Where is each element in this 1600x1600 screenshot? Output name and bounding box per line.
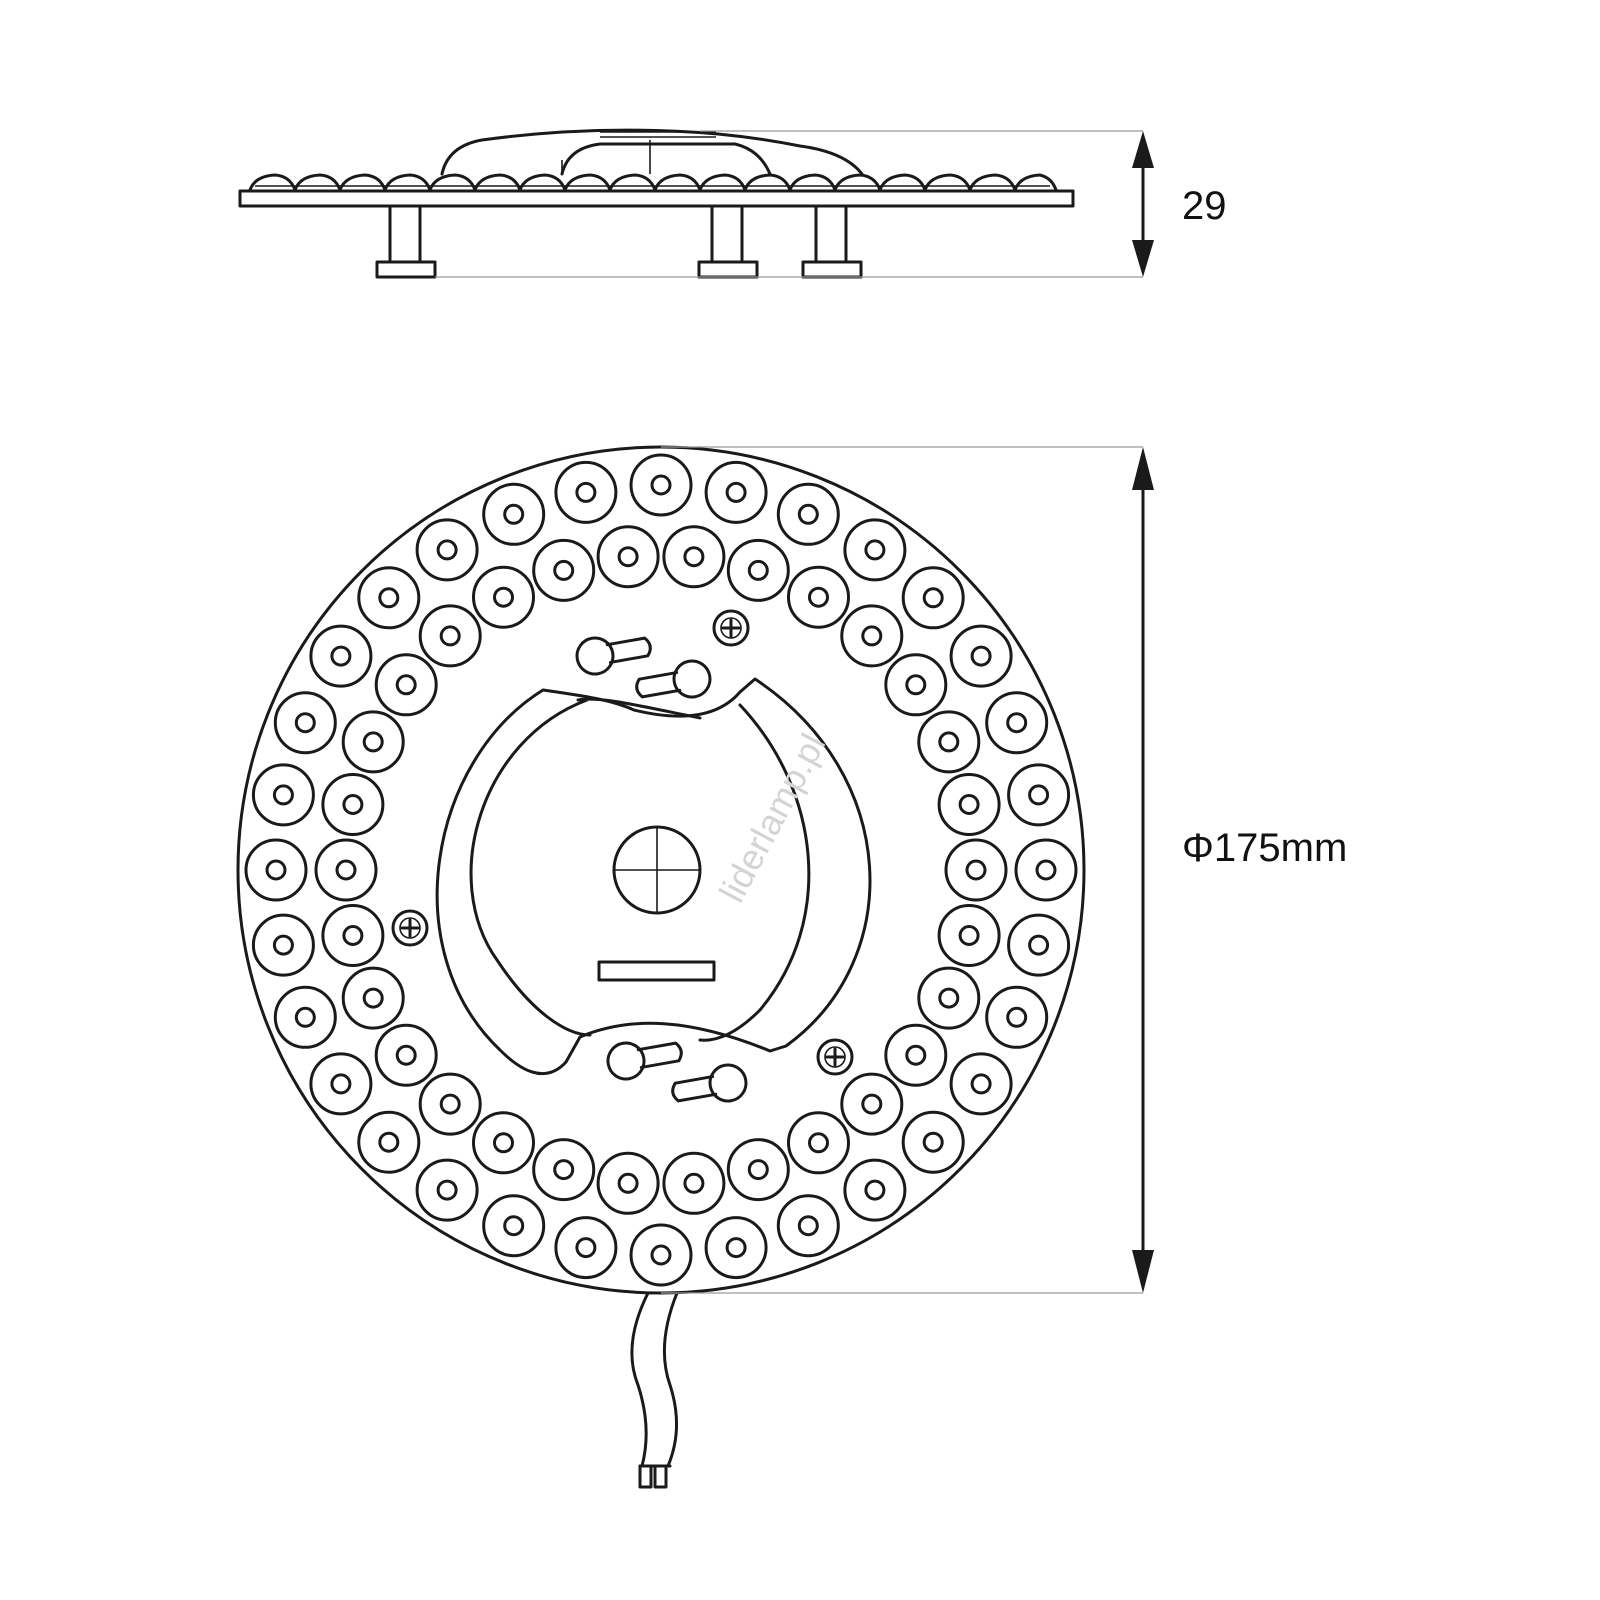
led-icon xyxy=(554,460,618,524)
top-view: Φ175mm xyxy=(236,445,1347,1489)
led-icon xyxy=(726,538,790,602)
led-icon xyxy=(776,1194,840,1258)
led-icon xyxy=(704,460,768,524)
led-icon xyxy=(937,773,1001,836)
led-icon xyxy=(949,1052,1013,1116)
led-icon xyxy=(901,1110,965,1174)
led-icon xyxy=(482,482,546,546)
led-icon xyxy=(418,604,482,668)
power-cable xyxy=(630,1291,679,1489)
led-icon xyxy=(244,838,308,902)
watermark: liderlamp.pl xyxy=(711,727,834,909)
led-icon xyxy=(884,653,948,717)
led-icon xyxy=(309,1052,373,1116)
led-icon xyxy=(472,1111,535,1175)
led-icon xyxy=(596,1151,660,1215)
keyhole-slots xyxy=(575,636,748,1103)
led-icon xyxy=(884,1023,948,1087)
led-icon xyxy=(949,624,1013,688)
driver-label-plate xyxy=(597,960,716,982)
led-icon xyxy=(917,710,981,774)
central-opening xyxy=(435,677,872,1075)
screws xyxy=(391,609,854,1076)
led-bumps xyxy=(248,173,1058,192)
led-icon xyxy=(482,1194,546,1258)
mounting-posts xyxy=(375,204,863,279)
led-icon xyxy=(251,763,315,827)
base-plate xyxy=(238,189,1075,208)
led-icon xyxy=(726,1138,790,1202)
led-icon xyxy=(840,1072,904,1136)
led-icon xyxy=(341,966,405,1030)
led-icon xyxy=(472,565,535,629)
led-icon xyxy=(629,1223,693,1287)
led-icon xyxy=(662,1151,726,1215)
height-label: 29 xyxy=(1182,184,1227,228)
led-icon xyxy=(273,691,337,755)
led-icon xyxy=(1014,838,1078,902)
led-icon xyxy=(415,518,479,582)
led-array xyxy=(244,453,1078,1287)
led-icon xyxy=(1007,913,1071,977)
led-icon xyxy=(374,1023,438,1087)
led-icon xyxy=(251,913,315,977)
led-icon xyxy=(321,773,385,836)
led-icon xyxy=(937,904,1001,967)
led-icon xyxy=(985,691,1049,755)
led-icon xyxy=(341,710,405,774)
led-icon xyxy=(776,482,840,546)
led-icon xyxy=(917,966,981,1030)
led-icon xyxy=(704,1216,768,1280)
led-icon xyxy=(901,566,965,630)
diameter-label: Φ175mm xyxy=(1182,826,1347,870)
led-icon xyxy=(309,624,373,688)
led-icon xyxy=(314,838,378,902)
led-icon xyxy=(418,1072,482,1136)
screw-icon xyxy=(712,609,750,647)
screw-icon xyxy=(816,1038,854,1076)
side-view: 29 xyxy=(238,128,1227,279)
led-icon xyxy=(357,566,421,630)
screw-icon xyxy=(391,909,429,947)
led-icon xyxy=(1007,763,1071,827)
led-icon xyxy=(662,525,726,589)
led-icon xyxy=(357,1110,421,1174)
led-icon xyxy=(321,904,385,967)
led-icon xyxy=(554,1216,618,1280)
led-icon xyxy=(532,1138,596,1202)
led-icon xyxy=(596,525,660,589)
led-icon xyxy=(944,838,1008,902)
led-icon xyxy=(843,518,907,582)
led-icon xyxy=(532,538,596,602)
led-icon xyxy=(629,453,693,517)
led-icon xyxy=(843,1158,907,1222)
led-icon xyxy=(787,565,850,629)
led-icon xyxy=(273,985,337,1049)
diameter-dimension xyxy=(1132,447,1154,1293)
led-icon xyxy=(840,604,904,668)
led-icon xyxy=(415,1158,479,1222)
led-icon xyxy=(985,985,1049,1049)
led-icon xyxy=(787,1111,850,1175)
led-icon xyxy=(374,653,438,717)
height-dimension xyxy=(1132,131,1154,277)
